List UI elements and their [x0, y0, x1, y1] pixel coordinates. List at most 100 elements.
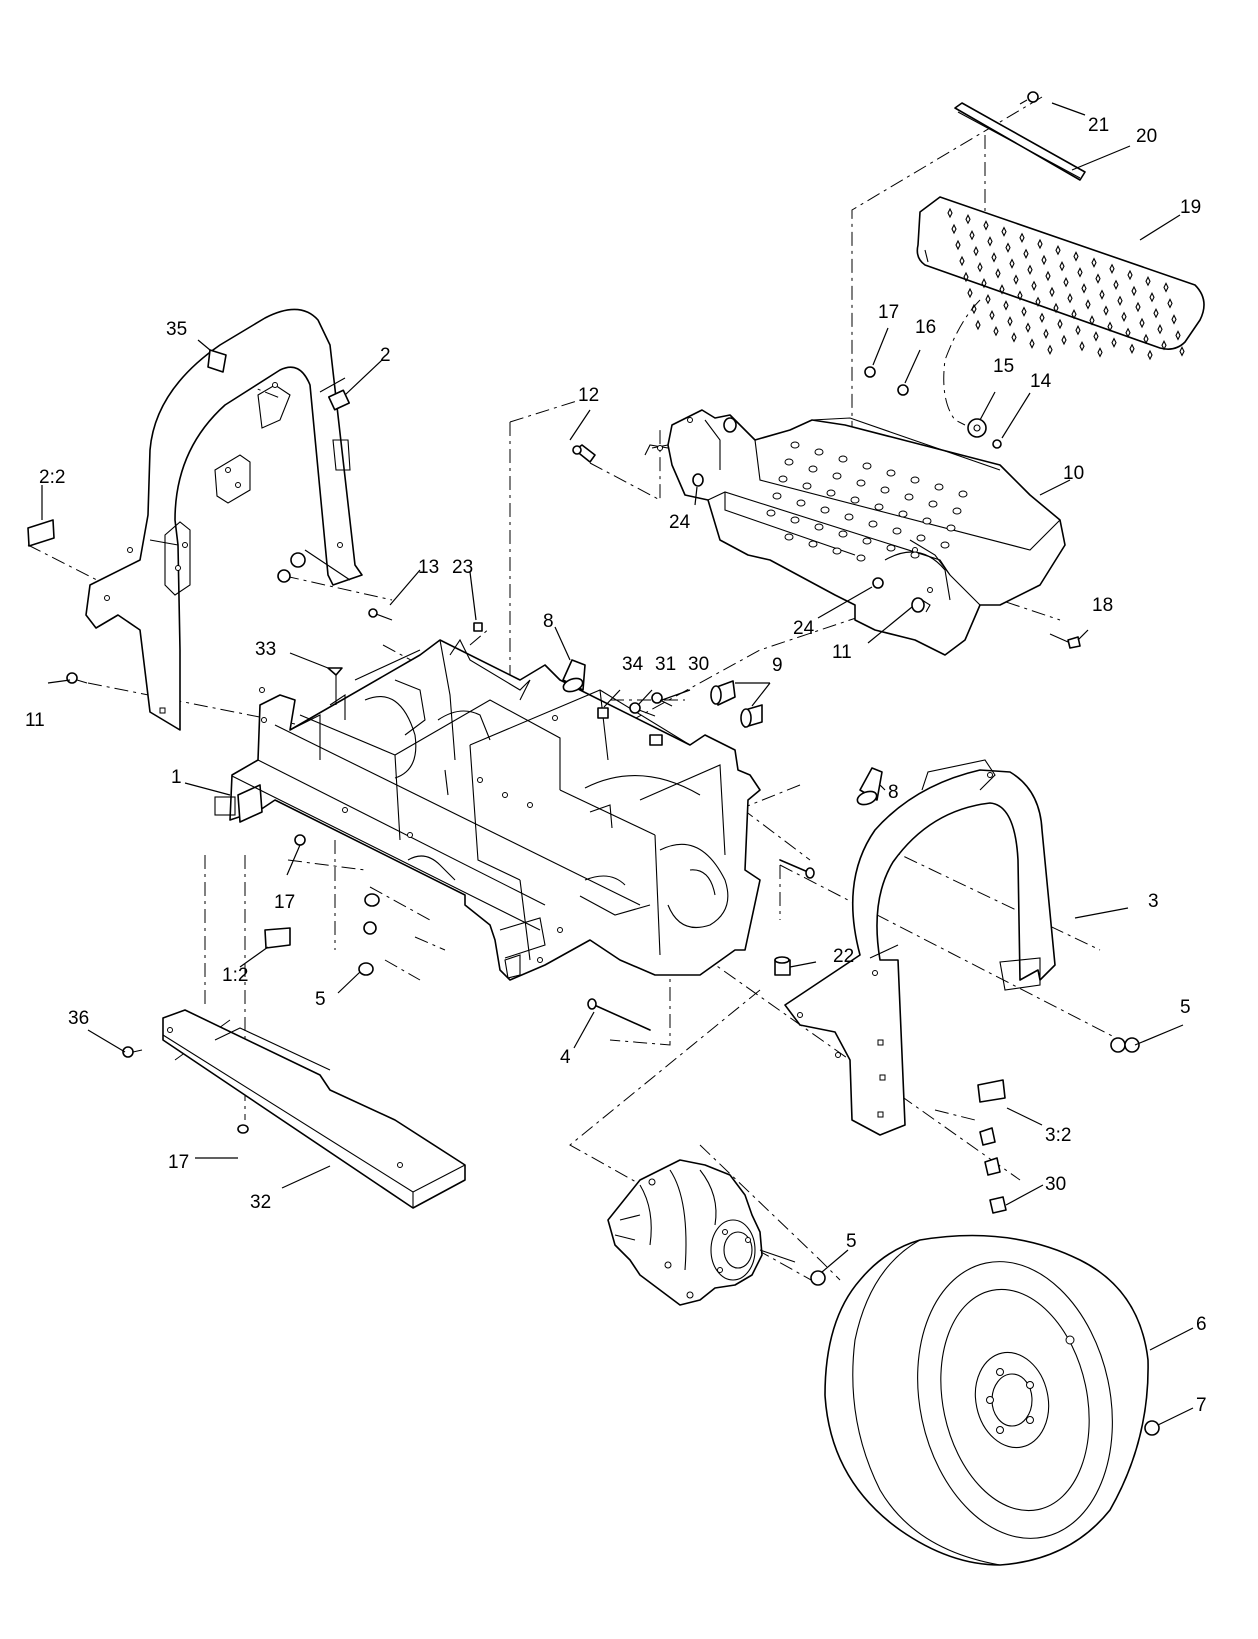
- platform-hole: [766, 509, 776, 517]
- bolt-long-right: [779, 859, 815, 879]
- callout-5-wheel: 5: [846, 1231, 857, 1252]
- footrest-diamond: [1039, 312, 1045, 324]
- bolt-13: [368, 608, 393, 621]
- footrest-diamond: [1019, 232, 1025, 244]
- footrest-diamond: [1055, 244, 1061, 256]
- callout-8-left: 8: [543, 611, 554, 632]
- callout-labels: 21 20 19 35 2 2:2 12 17 16 15 14 10 24 1…: [25, 115, 1207, 1416]
- footrest-diamond: [1007, 316, 1013, 327]
- platform-hole: [952, 507, 962, 515]
- footrest-diamond: [1045, 270, 1051, 282]
- callout-11-left: 11: [25, 710, 45, 731]
- bolt-31: [629, 702, 656, 717]
- right-upright-frame: [784, 759, 1056, 1136]
- footrest-diamond: [987, 236, 993, 247]
- footrest-diamond: [985, 293, 991, 305]
- footrest-diamond: [955, 239, 961, 251]
- footrest-diamond: [1067, 292, 1073, 304]
- platform-hole: [910, 476, 920, 484]
- platform-hole: [856, 479, 866, 487]
- callout-3-2: 3:2: [1045, 1125, 1071, 1146]
- callout-15: 15: [993, 356, 1014, 377]
- leader-lines: [41, 102, 1194, 1426]
- platform-hole: [886, 469, 896, 477]
- footrest-diamond: [959, 255, 965, 267]
- screw-21: [1019, 91, 1039, 105]
- bolt-36: [122, 1046, 143, 1058]
- callout-2: 2: [380, 345, 391, 366]
- footrest-diamond: [1109, 263, 1115, 275]
- pin-33: [327, 667, 346, 720]
- footrest-diamond: [1003, 300, 1009, 311]
- footrest-diamond: [1031, 280, 1037, 292]
- callout-32: 32: [250, 1192, 271, 1213]
- callout-12: 12: [578, 385, 599, 406]
- bolts-30-right: [979, 1127, 1007, 1214]
- footrest-diamond: [1103, 305, 1109, 316]
- footrest-diamond: [1053, 302, 1059, 314]
- bolt-18: [1049, 633, 1081, 649]
- nut-23: [473, 622, 483, 632]
- footrest-diamond: [1111, 337, 1117, 348]
- platform: [644, 409, 1066, 656]
- platform-hole: [790, 441, 800, 449]
- callout-30-lower: 30: [1045, 1174, 1066, 1195]
- platform-hole: [946, 524, 956, 532]
- footrest-diamond-pattern: [947, 207, 1185, 361]
- footrest-diamond: [967, 287, 973, 299]
- platform-hole: [796, 499, 806, 507]
- footrest-diamond: [1071, 308, 1077, 320]
- bolt-12: [572, 444, 596, 463]
- footrest-diamond: [1057, 318, 1063, 330]
- left-upright-frame: [85, 308, 363, 731]
- footrest-diamond: [1129, 343, 1135, 355]
- callout-17-chassis: 17: [274, 892, 295, 913]
- footrest-diamond: [1179, 346, 1185, 357]
- washer-16: [897, 384, 909, 396]
- callout-11-platform: 11: [832, 642, 852, 663]
- platform-hole: [844, 513, 854, 521]
- footrest-diamond: [1157, 323, 1163, 335]
- callout-36: 36: [68, 1008, 89, 1029]
- platform-hole: [898, 510, 908, 518]
- spacer-22: [774, 956, 791, 976]
- callout-13: 13: [418, 557, 439, 578]
- footrest-diamond: [1075, 324, 1081, 336]
- callout-6: 6: [1196, 1314, 1207, 1335]
- platform-hole: [916, 534, 926, 542]
- bolt-4: [587, 998, 651, 1031]
- footrest-diamond: [991, 252, 997, 263]
- footrest-diamond: [1081, 283, 1087, 294]
- callout-17-shield: 17: [168, 1152, 189, 1173]
- clip-pair: [649, 734, 663, 746]
- callout-3: 3: [1148, 891, 1159, 912]
- footrest-diamond: [963, 271, 969, 283]
- footrest-diamond: [1131, 285, 1137, 297]
- nut-24-upper: [692, 473, 704, 487]
- footrest-diamond: [1149, 291, 1155, 303]
- footrest-diamond: [1049, 286, 1055, 298]
- platform-hole: [880, 486, 890, 494]
- footrest-diamond: [999, 284, 1005, 295]
- footrest-diamond: [1011, 332, 1017, 343]
- platform-hole: [862, 537, 872, 545]
- platform-hole: [910, 551, 920, 559]
- footrest-diamond: [1041, 254, 1047, 266]
- callout-14: 14: [1030, 371, 1052, 392]
- spring-latch-outline: [943, 299, 981, 426]
- platform-hole: [814, 448, 824, 456]
- nut-pair-chassis: [363, 893, 380, 935]
- nut-17-platform: [864, 366, 876, 378]
- nut-5-left: [358, 962, 374, 976]
- footrest-diamond: [1027, 264, 1033, 276]
- decal-3-2: [977, 1079, 1006, 1103]
- footrest-diamond: [1025, 322, 1031, 333]
- footrest-diamond: [1077, 267, 1083, 278]
- footrest-diamond: [1023, 248, 1029, 260]
- nut-5-wheel: [810, 1270, 826, 1286]
- footrest-diamond: [1037, 238, 1043, 250]
- footrest-diamond: [1029, 338, 1035, 349]
- callout-35: 35: [166, 319, 187, 340]
- footrest-diamond: [1005, 242, 1011, 253]
- lug-nut-7: [1144, 1420, 1160, 1436]
